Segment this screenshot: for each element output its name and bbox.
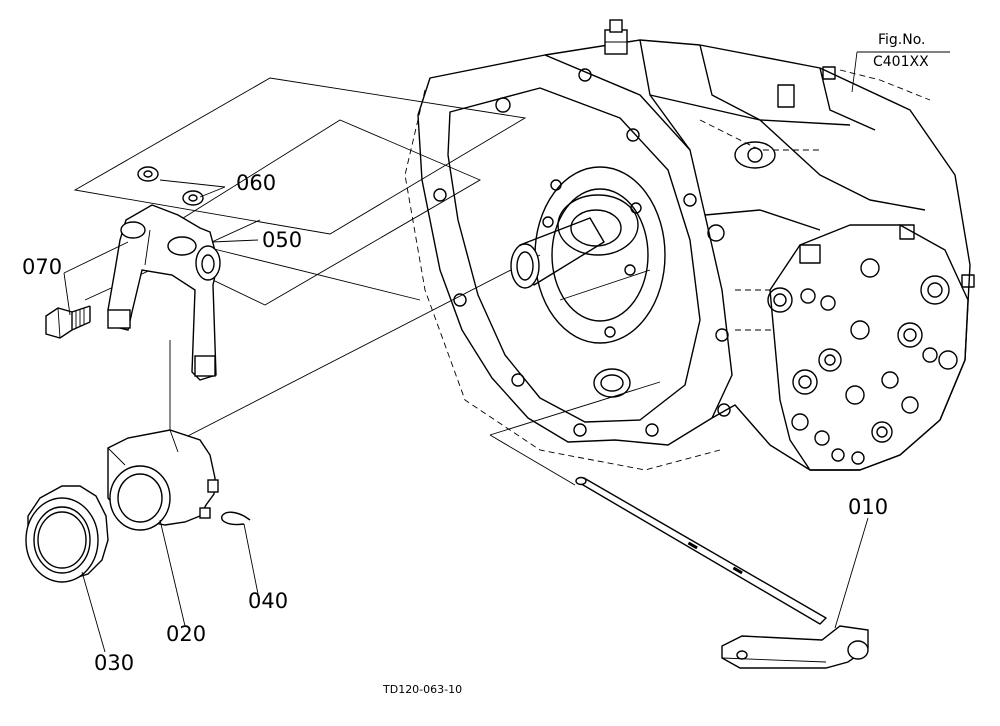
- callout-040: 040: [248, 589, 288, 613]
- input-shaft-assembly: [510, 166, 666, 344]
- clip-040: [221, 511, 251, 526]
- callout-020: 020: [166, 622, 206, 646]
- valve-block: [735, 224, 975, 471]
- bolt-070: [45, 305, 91, 339]
- assembly-guide-lines: [73, 77, 661, 486]
- release-bearing-030: [25, 485, 109, 583]
- callout-010: 010: [848, 495, 888, 519]
- figure-label-line1: Fig.No.: [878, 32, 926, 48]
- transmission-housing: [404, 19, 975, 471]
- callout-030: 030: [94, 651, 134, 675]
- release-fork-050: [107, 204, 221, 381]
- figure-label-line2: C401XX: [873, 54, 929, 70]
- callout-050: 050: [262, 228, 302, 252]
- washers-060: [137, 166, 204, 206]
- figure-number-label: Fig.No. C401XX: [873, 32, 929, 70]
- release-shaft-010: [575, 476, 869, 669]
- drawing-code: TD120-063-10: [382, 683, 462, 696]
- callout-070: 070: [22, 255, 62, 279]
- leader-lines: [63, 51, 950, 653]
- callout-060: 060: [236, 171, 276, 195]
- release-hub-020: [107, 429, 219, 531]
